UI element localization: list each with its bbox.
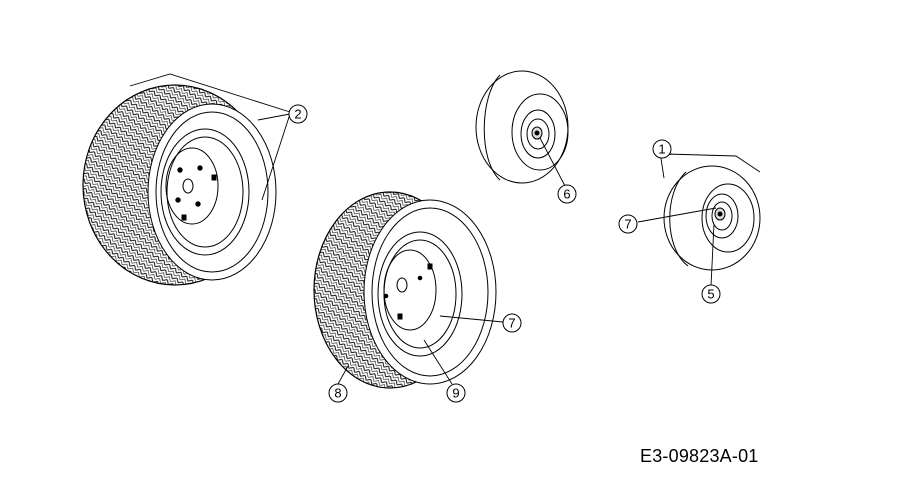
leader-lines — [129, 73, 761, 385]
callout-9: 9 — [446, 383, 466, 403]
callout-7-right-label: 7 — [624, 217, 631, 232]
rim-center — [377, 231, 463, 357]
callout-2-label: 2 — [294, 107, 301, 122]
callout-5: 5 — [701, 284, 721, 304]
callout-1-label: 1 — [658, 142, 665, 157]
callout-9-label: 9 — [452, 386, 459, 401]
callout-8-label: 8 — [334, 386, 341, 401]
front-wheel-right — [663, 165, 761, 271]
rim-front-right — [705, 193, 739, 239]
callout-1: 1 — [652, 139, 672, 159]
callout-8: 8 — [328, 383, 348, 403]
callout-2: 2 — [288, 104, 308, 124]
reference-code: E3-09823A-01 — [640, 446, 759, 466]
callout-7-center: 7 — [502, 313, 522, 333]
callout-6: 6 — [557, 184, 577, 204]
callout-7-center-label: 7 — [508, 316, 515, 331]
hub-center — [396, 277, 408, 293]
front-wheel-top — [475, 70, 569, 184]
callout-6-label: 6 — [563, 187, 570, 202]
callout-7-right: 7 — [618, 214, 638, 234]
rear-wheel-center — [313, 191, 497, 389]
rim-front-top — [520, 109, 556, 159]
hub-left — [182, 178, 194, 194]
callout-5-label: 5 — [707, 287, 714, 302]
rear-wheel-left — [82, 84, 277, 286]
rim-left — [160, 128, 250, 256]
